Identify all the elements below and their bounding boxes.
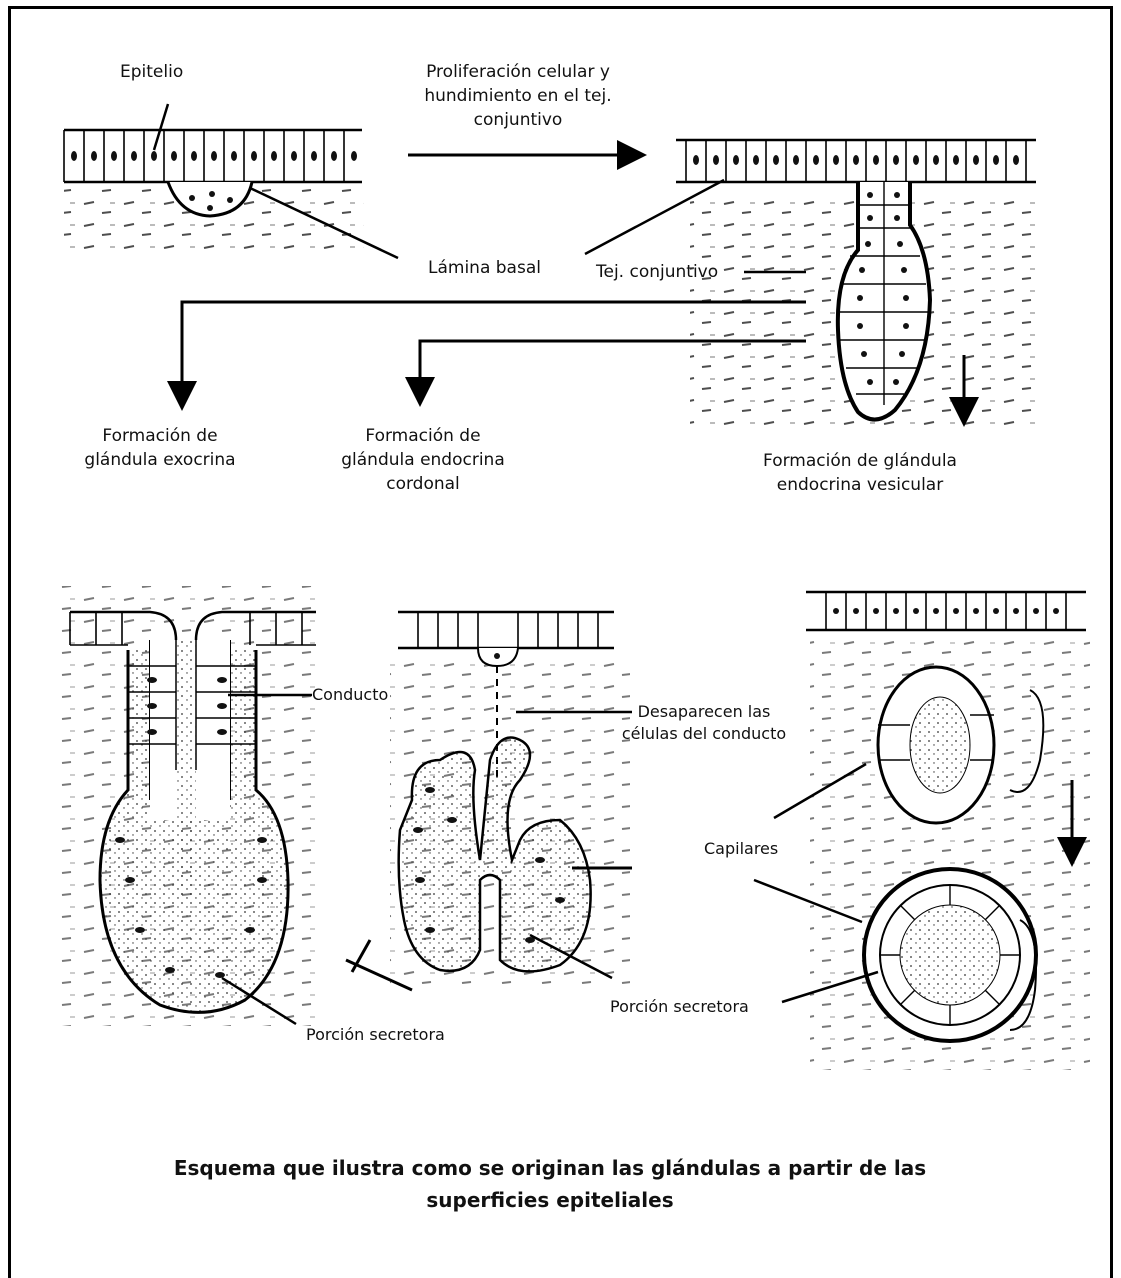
figure-caption: Esquema que ilustra como se originan las… <box>100 1152 1000 1216</box>
label-capilares: Capilares <box>704 838 778 860</box>
label-endocrina-vesicular: Formación de glándula endocrina vesicula… <box>740 449 980 497</box>
label-exocrina: Formación de glándula exocrina <box>60 424 260 472</box>
label-epitelio: Epitelio <box>120 60 183 84</box>
label-proliferacion: Proliferación celular y hundimiento en e… <box>398 60 638 132</box>
exocrine-gland-drawing <box>60 586 320 1026</box>
label-lamina-basal: Lámina basal <box>428 256 541 280</box>
cordonal-gland-drawing <box>390 612 630 990</box>
label-porcion-secretora-exocrina: Porción secretora <box>306 1024 445 1046</box>
label-endocrina-cordonal: Formación de glándula endocrina cordonal <box>318 424 528 496</box>
proliferation-cord-drawing <box>676 140 1040 430</box>
label-conducto: Conducto <box>312 684 388 706</box>
label-tej-conjuntivo: Tej. conjuntivo <box>596 260 718 284</box>
vesicular-gland-drawing <box>806 592 1090 1070</box>
epithelium-bud-drawing <box>64 130 364 255</box>
label-desaparecen: Desaparecen las células del conducto <box>604 701 804 745</box>
label-porcion-secretora-endocrina: Porción secretora <box>610 996 749 1018</box>
